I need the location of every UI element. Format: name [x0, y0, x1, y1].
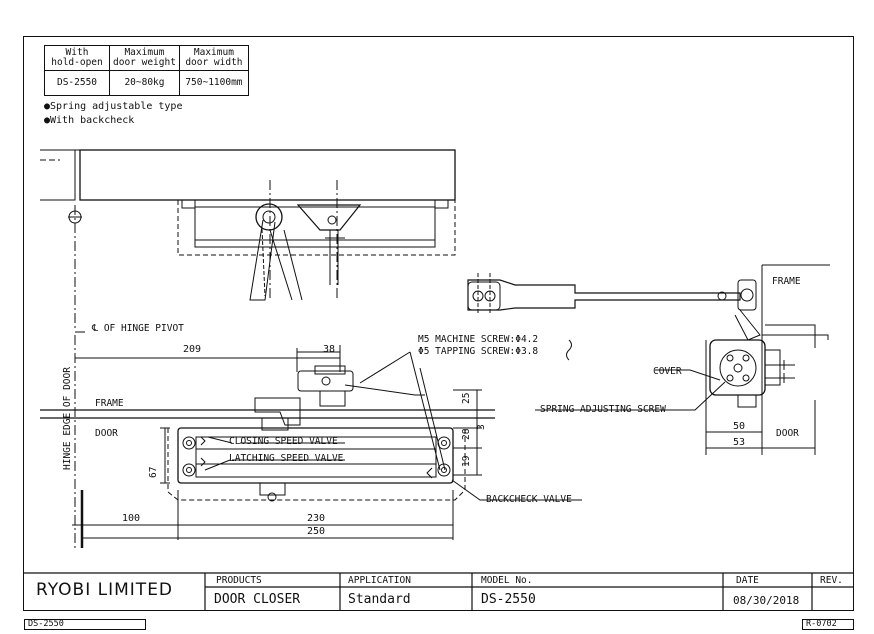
side-view: [467, 264, 830, 455]
spec-table: With hold-open Maximum door weight Maxim…: [44, 45, 249, 96]
label-door-right: DOOR: [776, 428, 799, 439]
label-hinge-pivot: ℄ OF HINGE PIVOT: [92, 323, 184, 334]
label-closing-valve: CLOSING SPEED VALVE: [229, 436, 338, 447]
dim-19: 19: [461, 455, 472, 467]
top-view: [40, 149, 456, 330]
label-hinge-edge: HINGE EDGE OF DOOR: [62, 367, 73, 470]
drawing-frame: [23, 36, 854, 611]
model-value: DS-2550: [481, 592, 536, 607]
company-name: RYOBI LIMITED: [36, 580, 174, 600]
note-spring-adjustable: ●Spring adjustable type: [44, 101, 183, 112]
date-header: DATE: [736, 575, 759, 586]
note-backcheck: ●With backcheck: [44, 115, 135, 126]
label-backcheck-valve: BACKCHECK VALVE: [486, 494, 572, 505]
spec-width: 750~1100mm: [178, 70, 249, 96]
dim-230: 230: [307, 513, 326, 524]
dim-25: 25: [461, 392, 472, 404]
label-frame-left: FRAME: [95, 398, 124, 409]
label-spring-screw: SPRING ADJUSTING SCREW: [540, 404, 666, 415]
dim-3: 3: [476, 424, 487, 430]
label-cover: COVER: [653, 366, 682, 377]
dim-53: 53: [733, 437, 746, 448]
title-block-lines: [23, 572, 854, 611]
spec-model: DS-2550: [44, 70, 110, 96]
label-tapping-screw: Φ5 TAPPING SCREW:Φ3.8: [418, 346, 539, 357]
products-header: PRODUCTS: [216, 575, 262, 586]
dim-209: 209: [183, 344, 202, 355]
footer-left: DS-2550: [24, 619, 146, 630]
front-view: [40, 331, 582, 550]
dim-28: 28: [461, 428, 472, 440]
model-header: MODEL No.: [481, 575, 533, 586]
date-value: 08/30/2018: [733, 594, 800, 607]
label-door-left: DOOR: [95, 428, 118, 439]
dim-50: 50: [733, 421, 746, 432]
dim-38: 38: [323, 344, 336, 355]
dim-67: 67: [148, 466, 159, 478]
rev-header: REV.: [820, 575, 843, 586]
label-latching-valve: LATCHING SPEED VALVE: [229, 453, 344, 464]
spec-weight: 20~80kg: [109, 70, 180, 96]
dim-100: 100: [122, 513, 141, 524]
label-frame-right: FRAME: [772, 276, 801, 287]
application-header: APPLICATION: [348, 575, 411, 586]
application-value: Standard: [348, 592, 411, 607]
footer-right: R-0702: [802, 619, 854, 630]
spec-header-door-weight: Maximum door weight: [109, 45, 180, 71]
dim-250: 250: [307, 526, 326, 537]
label-machine-screw: M5 MACHINE SCREW:Φ4.2: [418, 334, 539, 345]
products-value: DOOR CLOSER: [214, 592, 301, 607]
